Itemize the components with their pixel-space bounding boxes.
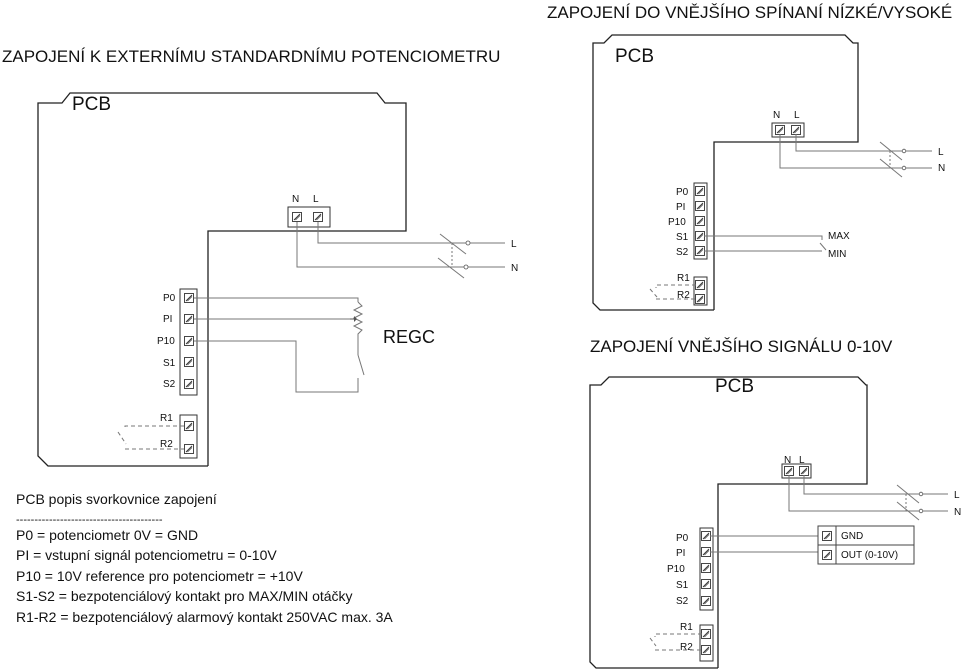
switch-l (439, 233, 467, 255)
potentiometer-resistor (352, 301, 364, 355)
pcb-board-outline (589, 376, 868, 669)
wire-s1 (704, 235, 823, 240)
line-label-l: L (938, 147, 944, 158)
terminal-label-pi: PI (163, 314, 172, 325)
wire-n (779, 134, 932, 169)
switch-label-max: MAX (828, 231, 850, 242)
terminal-label-r2: R2 (160, 439, 173, 450)
diagram-signal-0-10v: PCB N L L N P0 PI P10 S1 S2 GND (589, 376, 961, 669)
terminal-label-p0: P0 (676, 187, 689, 198)
terminal-label-r2: R2 (680, 642, 693, 653)
terminal-label-s2: S2 (163, 379, 176, 390)
terminal-label-p10: P10 (668, 217, 686, 228)
line-label-n: N (954, 507, 961, 518)
line-label-l: L (954, 490, 960, 501)
terminal-label-pi: PI (676, 202, 685, 213)
screw-terminal-l (313, 212, 323, 222)
switch-n (437, 257, 465, 279)
title-potentiometer: ZAPOJENÍ K EXTERNÍMU STANDARDNÍMU POTENC… (2, 47, 500, 66)
terminal-label-p10: P10 (157, 336, 175, 347)
terminal-legend: PCB popis svorkovnice zapojení ---------… (16, 491, 393, 625)
terminal-label-n: N (292, 194, 299, 205)
terminal-label-s1: S1 (163, 358, 176, 369)
legend-line-r1r2: R1-R2 = bezpotenciálový alarmový kontakt… (16, 609, 393, 625)
terminal-label-n: N (773, 110, 780, 121)
terminal-label-r1: R1 (160, 413, 173, 424)
legend-line-p10: P10 = 10V reference pro potenciometr = +… (16, 568, 303, 584)
line-label-n: N (938, 163, 945, 174)
terminal-label-s1: S1 (676, 580, 689, 591)
terminal-label-p0: P0 (676, 533, 689, 544)
wire-n (788, 475, 948, 512)
wire-l (795, 134, 932, 152)
title-switching: ZAPOJENÍ DO VNĚJŠÍHO SPÍNANÍ NÍZKÉ/VYSOK… (547, 3, 952, 22)
switch-label-min: MIN (828, 249, 846, 260)
title-signal-0-10v: ZAPOJENÍ VNĚJŠÍHO SIGNÁLU 0-10V (590, 337, 893, 356)
wire-l (317, 222, 505, 244)
diagram-switching: PCB N L L N P0 PI P10 S1 S2 MAX MIN R1 R… (592, 34, 945, 311)
wire-n (296, 222, 505, 268)
legend-line-pi: PI = vstupní signál potenciometru = 0-10… (16, 547, 277, 563)
line-label-n: N (511, 263, 518, 274)
pcb-label: PCB (715, 376, 754, 397)
pcb-board-outline (37, 92, 407, 467)
regc-label: REGC (383, 327, 435, 347)
pcb-label: PCB (72, 94, 111, 115)
terminal-label-l: L (794, 110, 800, 121)
terminal-label-s1: S1 (676, 232, 689, 243)
signal-box-gnd: GND (841, 531, 863, 542)
terminal-label-l: L (799, 455, 805, 466)
legend-separator: ---------------------------------------- (16, 514, 163, 526)
pcb-board-outline (592, 34, 859, 311)
legend-line-s1s2: S1-S2 = bezpotenciálový kontakt pro MAX/… (16, 588, 353, 604)
potentiometer-switch (357, 354, 365, 376)
terminal-label-s2: S2 (676, 596, 689, 607)
wire-p0 (194, 297, 359, 302)
terminal-label-pi: PI (676, 548, 685, 559)
terminal-block-power (287, 206, 331, 228)
screw-terminal-n (292, 212, 302, 222)
terminal-label-p10: P10 (667, 564, 685, 575)
terminal-label-r1: R1 (680, 622, 693, 633)
terminal-label-s2: S2 (676, 247, 689, 258)
diagram-potentiometer: PCB N L L N P0 PI P10 S1 S2 (16, 92, 518, 625)
terminal-label-r1: R1 (677, 273, 690, 284)
terminal-label-r2: R2 (677, 290, 690, 301)
pcb-label: PCB (615, 46, 654, 67)
terminal-label-n: N (784, 455, 791, 466)
legend-heading: PCB popis svorkovnice zapojení (16, 491, 217, 507)
wire-l (803, 475, 948, 495)
signal-box-out: OUT (0-10V) (841, 550, 898, 561)
wire-p10 (194, 340, 348, 393)
legend-line-p0: P0 = potenciometr 0V = GND (16, 527, 198, 543)
max-min-switch (819, 242, 827, 251)
line-label-l: L (511, 239, 517, 250)
terminal-label-p0: P0 (163, 293, 176, 304)
alarm-contact-wire (124, 425, 184, 430)
terminal-label-l: L (313, 194, 319, 205)
